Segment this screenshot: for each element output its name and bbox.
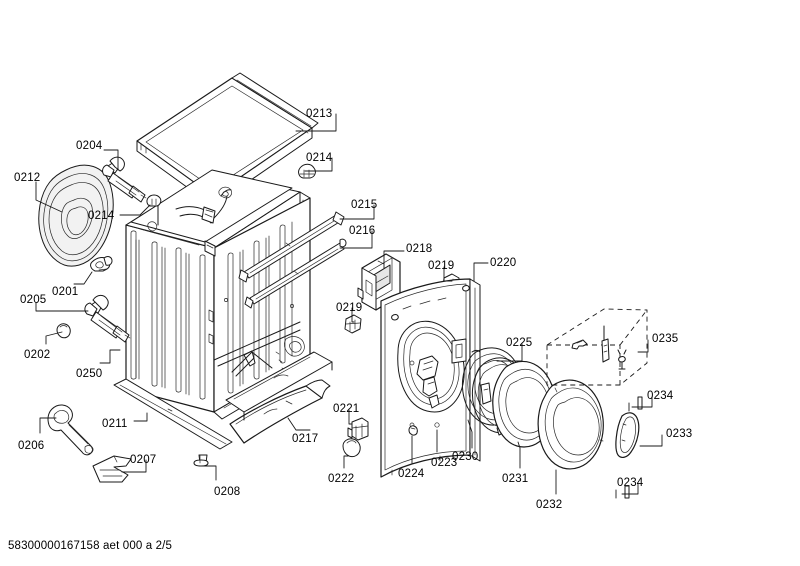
part-0217-drawer-front [229, 379, 331, 444]
part-0204-transit-bolt [102, 156, 147, 203]
part-0215-transit-bar-long [238, 211, 345, 283]
part-0224-panel-screw [408, 425, 418, 436]
callout-label-0204-transit-bolt-assembly: 0204 [76, 140, 103, 152]
callout-label-0212-drum-rear-cover: 0212 [14, 172, 41, 184]
callout-label-0216-transit-bar-short: 0216 [349, 225, 376, 237]
callout-label-0222-cover-cap: 0222 [328, 473, 355, 485]
callout-label-0231-door-glass-bezel: 0231 [502, 473, 529, 485]
drawer-housing [225, 351, 333, 421]
part-0223-panel-screw [434, 422, 440, 428]
callout-label-0218-control-module: 0218 [406, 243, 433, 255]
callout-label-0213-top-lid-worktop: 0213 [306, 108, 333, 120]
part-0235-small-parts-kit [546, 308, 648, 386]
callout-label-0219-cable-clamp: 0219 [428, 260, 455, 272]
callout-label-0219-cable-clamp: 0219 [336, 302, 363, 314]
part-0222-cover-cap [342, 438, 361, 458]
leader-lines [35, 113, 663, 499]
callout-label-0221-drawer-catch: 0221 [333, 403, 360, 415]
part-0232-door-outer-ring [537, 379, 604, 470]
callout-label-0202-blanking-plug: 0202 [24, 349, 51, 361]
part-0221-drawer-catch [347, 417, 369, 441]
callout-label-0234-hinge-pin: 0234 [617, 477, 644, 489]
part-0233-door-hinge [615, 412, 640, 458]
sheet-footer-text: 58300000167158 aet 000 a 2/5 [8, 540, 173, 552]
part-0202-blanking-plug [56, 323, 71, 339]
callout-label-0233-door-hinge: 0233 [666, 428, 693, 440]
part-0216-transit-bar-short [244, 238, 347, 309]
callout-label-0201-retaining-clip: 0201 [52, 286, 79, 298]
callout-label-0230-retaining-clamp-ring: 0230 [452, 451, 479, 463]
part-0207-mounting-bracket [92, 455, 132, 483]
part-0206-spanner-wrench [47, 404, 94, 456]
part-0201-retaining-clip [90, 256, 113, 272]
part-0214-clip-upper [146, 194, 162, 207]
part-0218-control-module [357, 253, 401, 311]
callout-label-0223-panel-screw: 0223 [431, 457, 458, 469]
callout-label-0207-mounting-bracket: 0207 [130, 454, 157, 466]
part-0234-hinge-pin-upper [637, 396, 643, 410]
part-0205-transit-bolt [84, 294, 131, 343]
callout-label-0224-panel-screw: 0224 [398, 468, 425, 480]
callout-label-0225-door-seal-bellows: 0225 [506, 337, 533, 349]
part-0208-levelling-screw [193, 454, 209, 467]
callout-label-0232-door-outer-ring: 0232 [536, 499, 563, 511]
part-0219-cable-clamp-lower [344, 314, 362, 334]
callout-label-0215-transit-bar-long: 0215 [351, 199, 378, 211]
callout-label-0205-transit-bolt-assembly: 0205 [20, 294, 47, 306]
callout-label-0214-clip-fastener: 0214 [306, 152, 333, 164]
part-0220-front-panel [380, 278, 481, 478]
part-0211-base-plate [113, 378, 233, 450]
callout-label-0208-levelling-screw: 0208 [214, 486, 241, 498]
callout-label-0214-clip-fastener: 0214 [88, 210, 115, 222]
callout-label-0250-cabinet-housing: 0250 [76, 368, 103, 380]
callout-label-0211-base-plate: 0211 [102, 418, 128, 430]
callout-label-0206-spanner-wrench: 0206 [18, 440, 45, 452]
callout-label-0234-hinge-pin: 0234 [647, 390, 674, 402]
callout-label-0235-small-parts-kit: 0235 [652, 333, 679, 345]
callout-label-0217-detergent-drawer-front: 0217 [292, 433, 319, 445]
part-0212-drum-rear-cover [38, 164, 114, 267]
callout-label-0220-front-panel: 0220 [490, 257, 517, 269]
